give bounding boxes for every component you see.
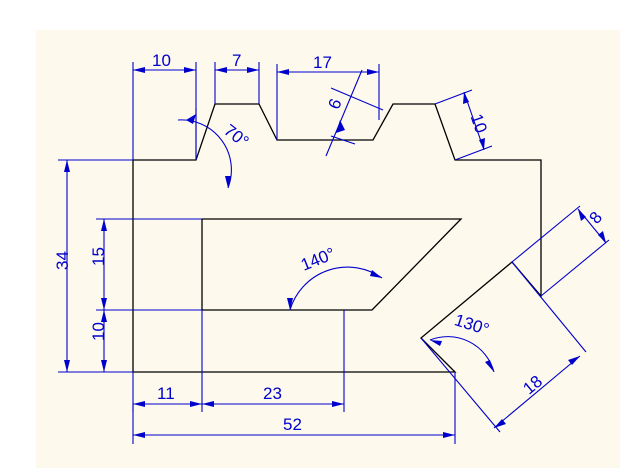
dim-52: 52 [132,372,456,444]
dim-10-left: 10 [89,310,108,372]
inner-cutout [201,218,463,311]
dim-11-label: 11 [157,384,175,403]
dim-11-23: 11 23 [132,310,345,412]
dim-10-left-label: 10 [89,322,108,341]
dim-34: 34 [53,159,133,373]
dim-7: 7 [214,51,260,104]
dim-17-label: 17 [313,53,332,72]
dim-10-top-label: 10 [152,51,171,70]
dim-15: 15 [89,218,202,311]
dim-52-label: 52 [283,415,302,434]
dim-23-label: 23 [263,384,282,403]
part-outline [132,103,542,373]
dim-17: 17 [276,53,380,140]
dim-15-label: 15 [89,247,108,266]
dim-7-label: 7 [232,51,241,70]
dim-34-label: 34 [53,251,72,270]
